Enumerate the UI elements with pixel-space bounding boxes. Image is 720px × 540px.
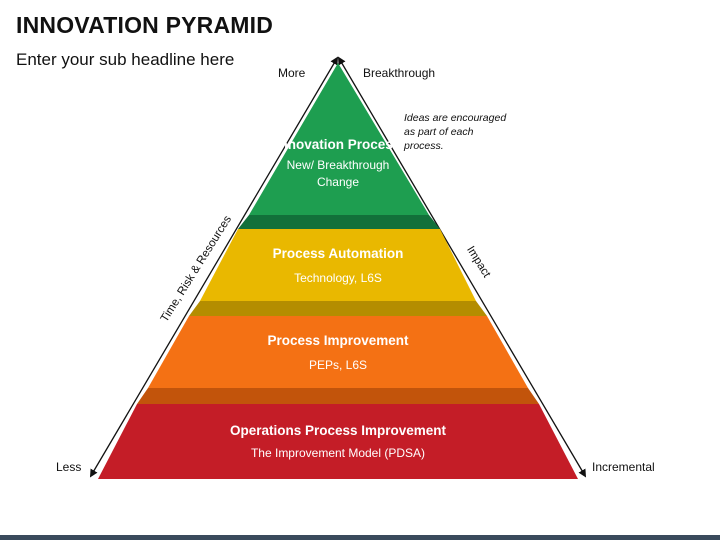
page-title: INNOVATION PYRAMID (16, 12, 274, 38)
tier-operations-text: Operations Process Improvement The Impro… (178, 422, 498, 462)
ideas-note: Ideas are encouraged as part of each pro… (404, 112, 507, 152)
tier-operations-process-improvement (98, 404, 578, 479)
tier-automation-text: Process Automation Technology, L6S (228, 245, 448, 287)
left-axis-top-label: More (278, 66, 306, 80)
tier-process-automation (200, 229, 476, 301)
tier-improvement-subtitle: PEPs, L6S (308, 358, 368, 372)
right-axis-bottom-label: Incremental (592, 460, 655, 474)
tier-automation-subtitle: Technology, L6S (294, 271, 382, 285)
tier-shadow-improvement (137, 388, 539, 404)
tier-shadow-innovation (238, 215, 440, 229)
tier-innovation-text: Innovation Process New/ Breakthrough Cha… (268, 136, 408, 191)
right-axis-top-label: Breakthrough (363, 66, 436, 80)
tier-improvement-title: Process Improvement (267, 333, 409, 348)
tier-operations-subtitle: The Improvement Model (PDSA) (250, 446, 426, 460)
tier-shadow-automation (189, 301, 487, 316)
tier-improvement-text: Process Improvement PEPs, L6S (208, 332, 468, 374)
left-axis-bottom-label: Less (56, 460, 82, 474)
tier-automation-title: Process Automation (272, 246, 404, 261)
right-axis-arrow (337, 56, 587, 478)
tier-operations-title: Operations Process Improvement (229, 423, 447, 438)
tier-innovation-title: Innovation Process (275, 137, 401, 152)
left-axis-arrow (89, 56, 339, 478)
tier-innovation-process (249, 63, 429, 215)
tier-innovation-subtitle: New/ Breakthrough Change (286, 158, 390, 189)
bottom-bar (0, 535, 720, 540)
tier-process-improvement (148, 316, 528, 388)
